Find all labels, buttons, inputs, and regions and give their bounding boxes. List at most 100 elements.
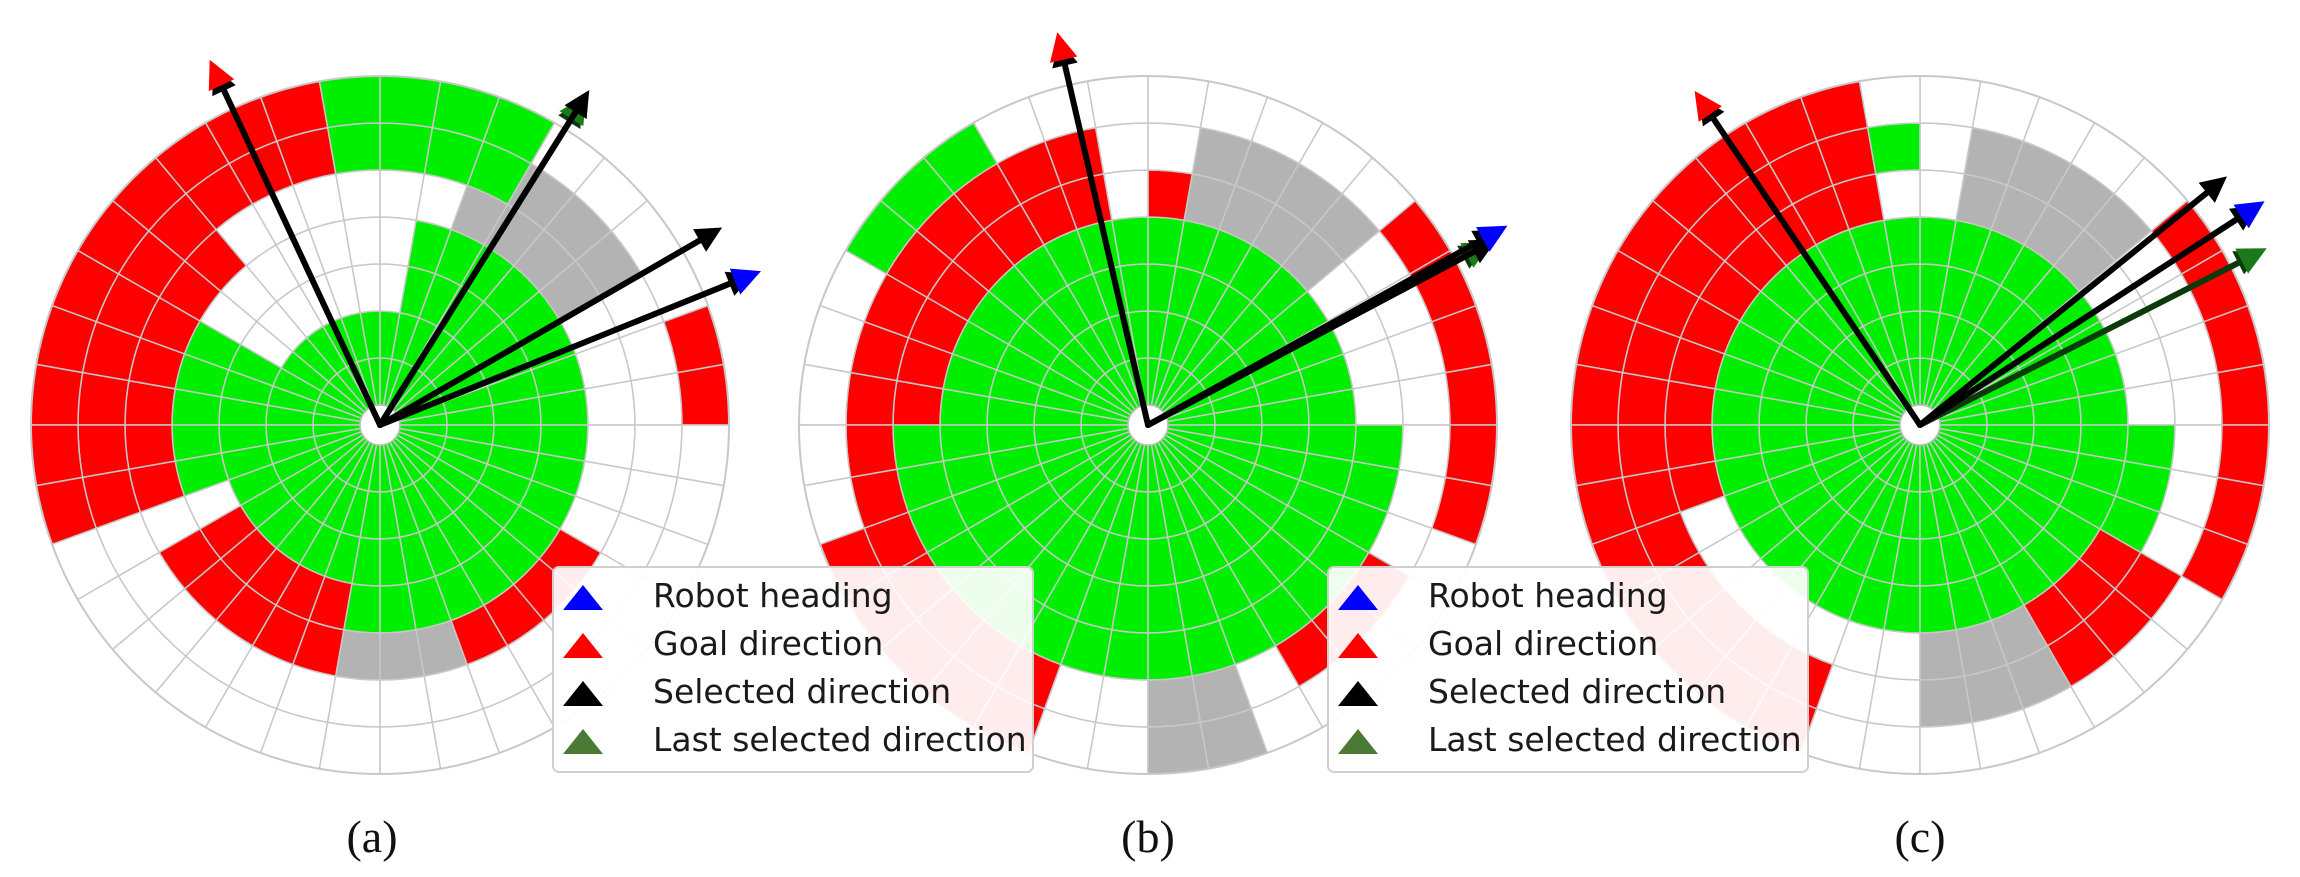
polar-cell-goal — [845, 424, 898, 479]
selected-direction-arrow-line — [1917, 189, 2210, 428]
black-triangle-icon — [1338, 681, 1378, 706]
polar-cell-empty — [583, 424, 636, 471]
polar-cell-unknown — [1919, 675, 1974, 728]
polar-cell-empty — [2170, 424, 2223, 479]
polar-cell-free — [1102, 628, 1149, 681]
polar-cell-goal — [1444, 424, 1498, 487]
polar-cell-empty — [1147, 75, 1210, 129]
polar-cell-empty — [1919, 75, 1982, 129]
polar-cell-empty — [798, 424, 852, 487]
polar-cell-free — [1351, 424, 1404, 471]
polar-cell-goal — [2216, 363, 2270, 426]
robot-heading-arrow-line — [1917, 216, 2240, 428]
polar-cell-goal — [124, 379, 177, 426]
polar-cell-goal — [30, 424, 84, 487]
legend-label-goal-direction: Goal direction — [1428, 624, 1658, 663]
polar-cell-unknown — [334, 628, 381, 681]
polar-cell-goal — [892, 379, 945, 426]
polar-cell-empty — [1147, 122, 1202, 175]
outer-ring — [798, 75, 1498, 775]
robot-heading-arrow-line — [1145, 239, 1481, 428]
polar-cell-empty — [379, 675, 434, 728]
robot-heading-head — [1476, 225, 1508, 252]
robot-heading-arrow-line — [377, 280, 733, 428]
polar-cell-free — [2123, 424, 2176, 471]
polar-cell-goal — [1570, 363, 1624, 426]
polar-cell-goal — [1570, 424, 1624, 487]
polar-cell-goal — [1617, 371, 1670, 426]
polar-cell-empty — [1858, 75, 1921, 129]
green-triangle-icon — [1338, 729, 1378, 754]
polar-cell-empty — [318, 721, 381, 775]
polar-cell-empty — [379, 721, 442, 775]
polar-cell-goal — [845, 371, 898, 426]
polar-cell-empty — [1919, 122, 1974, 175]
outer-ring — [30, 75, 730, 775]
goal-direction-head — [1694, 90, 1722, 122]
polar-cell-goal — [2216, 424, 2270, 487]
polar-cell-empty — [1094, 122, 1149, 175]
selected-direction-arrow-head — [564, 90, 590, 119]
polar-cell-goal — [77, 371, 130, 426]
polar-cell-empty — [1919, 169, 1966, 222]
legend-label-goal-direction: Goal direction — [653, 624, 883, 663]
direction-arrows — [1694, 90, 2267, 428]
goal-direction-arrow-line — [221, 87, 383, 428]
selected-direction-arrow-line — [377, 109, 579, 428]
legend-label-last-selected-direction: Last selected direction — [1428, 720, 1802, 759]
polar-cell-empty — [326, 675, 381, 728]
selected-direction-arrow-head — [693, 227, 723, 252]
polar-cell-empty — [1094, 675, 1149, 728]
goal-direction-arrow-line — [1062, 62, 1151, 428]
polar-cell-empty — [630, 371, 683, 426]
legend-label-last-selected-direction: Last selected direction — [653, 720, 1027, 759]
polar-cell-goal — [30, 363, 84, 426]
legend-label-robot-heading: Robot heading — [1428, 576, 1668, 615]
green-triangle-icon — [563, 729, 603, 754]
polar-cell-free — [326, 122, 381, 175]
legend-label-selected-direction: Selected direction — [1428, 672, 1726, 711]
polar-cell-free — [318, 75, 381, 129]
polar-cell-empty — [379, 169, 426, 222]
polar-cell-empty — [1398, 371, 1451, 426]
selected-direction-arrow-head — [2198, 176, 2227, 203]
legend-box-1: Robot heading Goal direction Selected di… — [552, 566, 1034, 773]
legend-frame — [1327, 566, 1809, 773]
red-triangle-icon — [1338, 633, 1378, 658]
direction-arrows — [1050, 32, 1508, 428]
polar-cell-unknown — [1147, 675, 1202, 728]
caption-b: (b) — [1121, 811, 1175, 862]
polar-cell-goal — [1617, 424, 1670, 479]
outer-ring — [1570, 75, 2270, 775]
polar-cell-goal — [1664, 379, 1717, 426]
robot-heading-head — [729, 268, 761, 295]
caption-c: (c) — [1894, 811, 1945, 862]
goal-direction-head — [1050, 32, 1078, 63]
polar-cell-empty — [676, 424, 730, 487]
direction-arrows — [208, 59, 761, 428]
polar-cell-empty — [1866, 675, 1921, 728]
legend-label-selected-direction: Selected direction — [653, 672, 951, 711]
polar-cell-empty — [2170, 371, 2223, 426]
polar-cell-goal — [1147, 169, 1194, 222]
legend-box-2: Robot heading Goal direction Selected di… — [1327, 566, 1809, 773]
polar-cell-free — [1866, 122, 1921, 175]
polar-cell-empty — [630, 424, 683, 479]
last-selected-direction-arrow-line — [1917, 259, 2242, 428]
polar-cell-goal — [77, 424, 130, 479]
polar-cell-empty — [1919, 721, 1982, 775]
goal-direction-head — [208, 59, 235, 92]
robot-heading-head — [2233, 201, 2265, 229]
polar-cell-unknown — [1147, 721, 1210, 775]
blue-triangle-icon — [563, 585, 603, 610]
polar-cell-free — [379, 75, 442, 129]
goal-direction-arrow-line — [1710, 116, 1923, 428]
polar-cell-empty — [1086, 75, 1149, 129]
polar-cell-empty — [1398, 424, 1451, 479]
polar-cell-free — [379, 122, 434, 175]
polar-cell-goal — [676, 363, 730, 426]
blue-triangle-icon — [1338, 585, 1378, 610]
polar-cell-empty — [1858, 721, 1921, 775]
black-triangle-icon — [563, 681, 603, 706]
